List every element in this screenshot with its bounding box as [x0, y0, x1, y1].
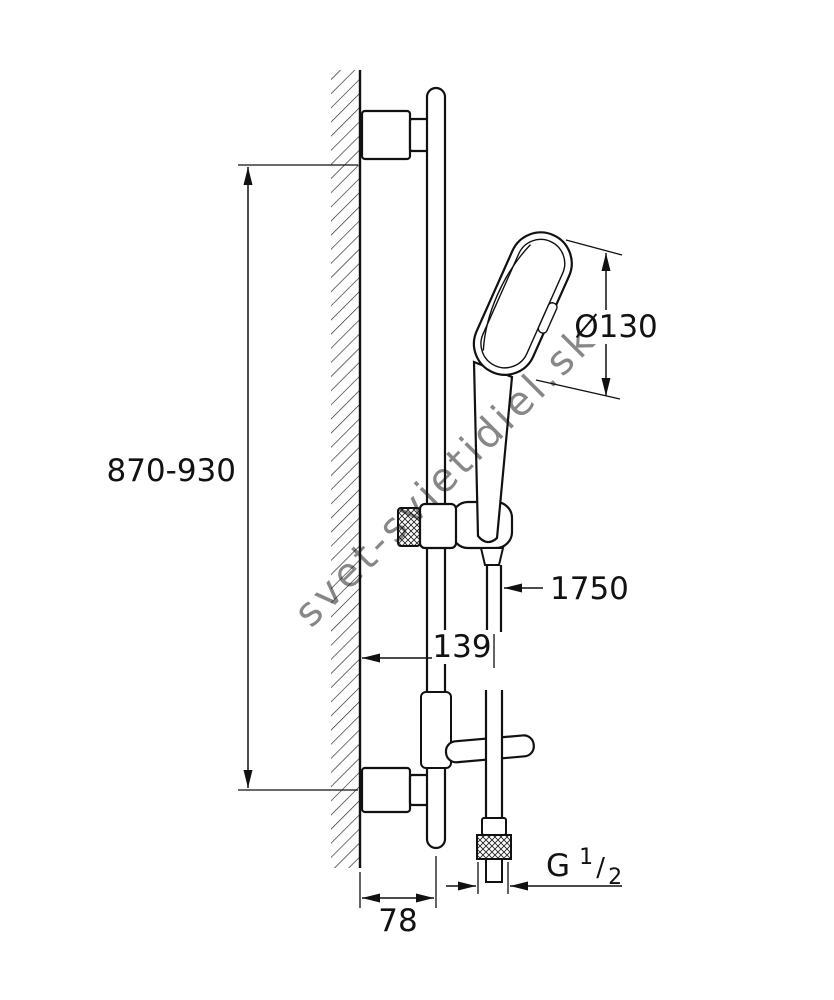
adjustment-knob	[397, 507, 421, 547]
rail-height-label: 870-930	[106, 453, 236, 489]
top-wall-bracket	[360, 109, 412, 161]
thread-numerator: 1	[579, 845, 593, 870]
wall-section	[331, 70, 362, 868]
label-background	[570, 310, 662, 344]
hose-nut	[476, 834, 512, 860]
hose-lines-lower	[484, 690, 504, 818]
dimension-rail-offset: 78	[359, 856, 437, 939]
hose-offset-label: 139	[432, 629, 491, 665]
dimension-thread-size: G 1 / 2	[446, 845, 622, 894]
wall-hatch	[331, 70, 360, 868]
mode-button	[537, 302, 558, 334]
thread-prefix: G	[546, 848, 570, 884]
thread-slash: /	[596, 853, 605, 883]
hose-mask	[486, 690, 502, 818]
hose-length-label: 1750	[550, 571, 629, 607]
hose-collar	[481, 817, 507, 836]
head-diameter-label: Ø130	[574, 309, 658, 345]
wall-brackets	[360, 109, 432, 814]
hose-end	[485, 858, 503, 883]
soap-dish-mount	[420, 691, 452, 769]
thread-denominator: 2	[608, 865, 622, 890]
dimension-hose-offset: 139	[362, 629, 495, 668]
dimension-rail-height: 870-930	[106, 164, 358, 791]
spray-face-lines	[482, 244, 532, 351]
shower-hose-upper	[485, 565, 503, 632]
label-background	[432, 630, 492, 664]
shower-hose-lower	[476, 690, 512, 883]
dimension-hose-length: 1750	[504, 571, 629, 607]
rail-offset-label: 78	[378, 903, 417, 939]
hose-connector-cone	[479, 547, 505, 566]
handshower-head	[472, 231, 573, 376]
bottom-wall-bracket	[360, 766, 412, 814]
dimension-head-diameter: Ø130	[535, 239, 662, 400]
thread-size-label: G 1 / 2	[546, 845, 622, 890]
extension-line	[565, 239, 623, 256]
handshower-handle	[472, 360, 514, 544]
